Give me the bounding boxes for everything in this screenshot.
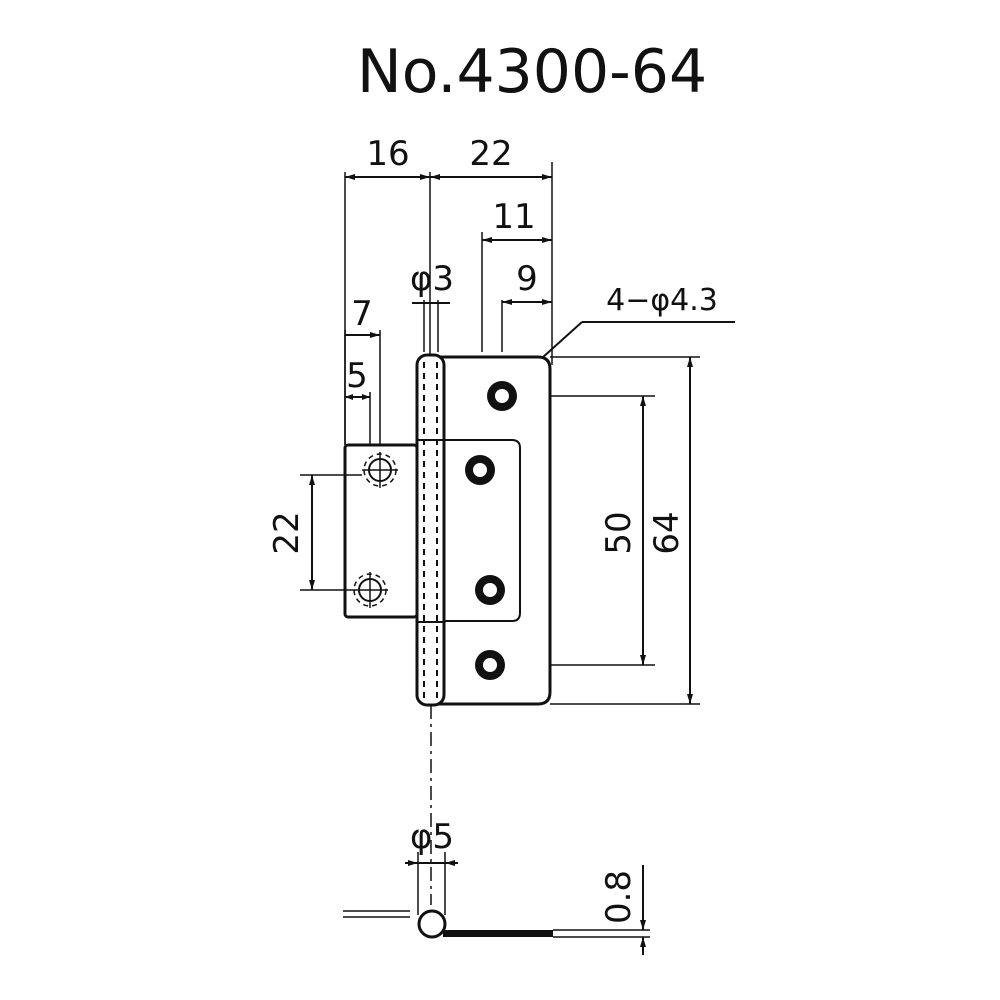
dim-16-label: 16 [366, 134, 409, 174]
dim-64-label: 64 [647, 511, 687, 554]
dim-phi3-label: φ3 [410, 259, 454, 299]
dim-phi5-label: φ5 [410, 817, 454, 857]
dim-11-label: 11 [492, 197, 535, 237]
dim-9-label: 9 [516, 259, 538, 299]
dim-50-label: 50 [599, 511, 639, 554]
left-hole-top [362, 452, 398, 488]
left-pitch-dimension [300, 474, 362, 591]
drawing-title: No.4300-64 [357, 37, 707, 107]
section-leaf [443, 930, 553, 937]
hinge-front-view [343, 353, 552, 905]
section-knuckle [417, 909, 447, 939]
holes-callout-label: 4−φ4.3 [606, 283, 718, 318]
right-hole-2 [465, 455, 495, 485]
knuckle [415, 353, 446, 707]
right-hole-3 [475, 575, 505, 605]
right-leaf-cutout [444, 439, 521, 622]
left-hole-bottom [352, 572, 388, 608]
hinge-section-view [343, 852, 650, 955]
right-leaf [438, 355, 552, 706]
right-hole-1 [487, 381, 517, 411]
dim-22-left-label: 22 [267, 511, 307, 554]
dim-7-label: 7 [351, 294, 373, 334]
dim-thickness-label: 0.8 [599, 870, 639, 924]
top-dimension-lines [344, 162, 553, 445]
right-hole-4 [475, 650, 505, 680]
dim-22-top-label: 22 [469, 134, 512, 174]
dim-5-label: 5 [346, 356, 368, 396]
right-height-dimensions [550, 356, 700, 705]
